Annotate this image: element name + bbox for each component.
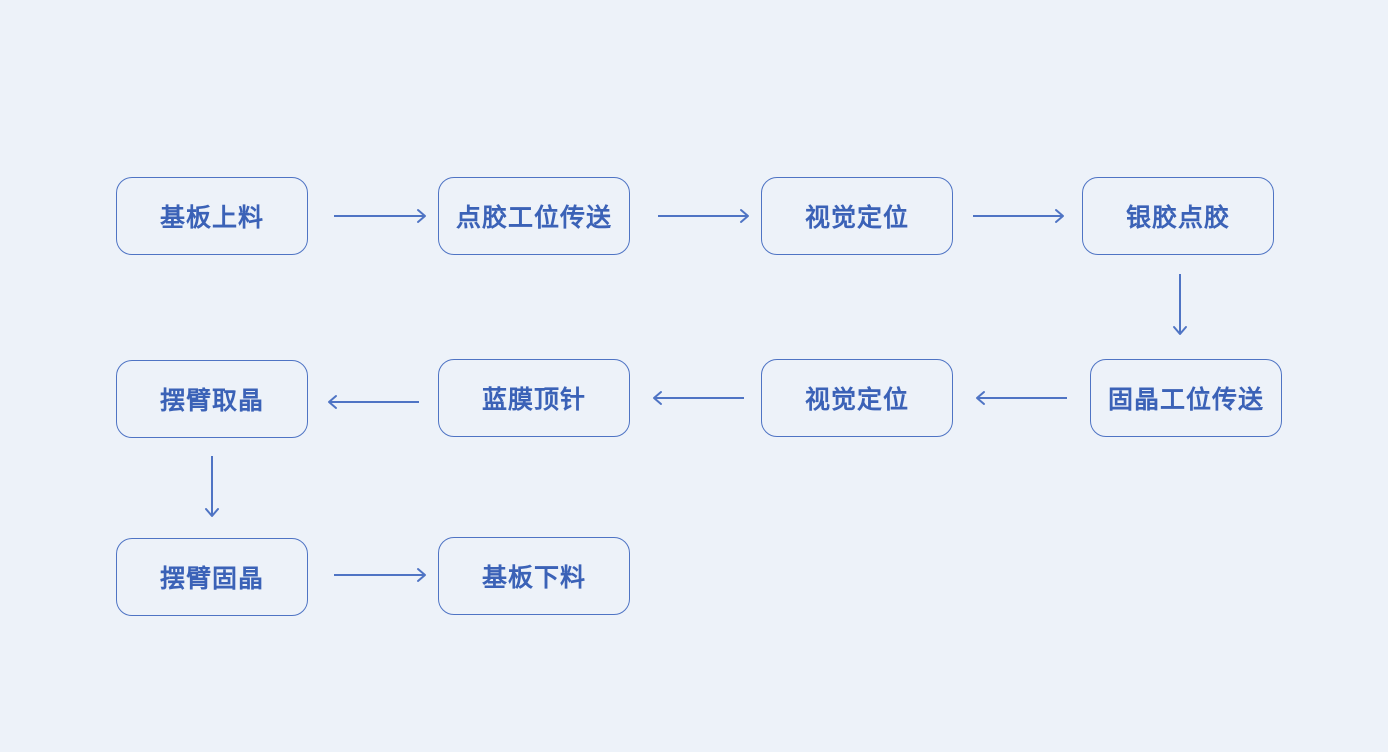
node-blue-film-ejector-pin: 蓝膜顶针 bbox=[438, 359, 630, 437]
arrow-substrate-loading-to-dispensing-transfer bbox=[334, 209, 426, 223]
arrow-vision-1-to-silver-glue bbox=[973, 209, 1064, 223]
node-die-bonding-station-transfer: 固晶工位传送 bbox=[1090, 359, 1282, 437]
arrow-die-bond-transfer-to-vision-2 bbox=[976, 391, 1067, 405]
arrow-vision-2-to-blue-film bbox=[653, 391, 744, 405]
node-vision-positioning-1: 视觉定位 bbox=[761, 177, 953, 255]
node-swing-arm-die-bond: 摆臂固晶 bbox=[116, 538, 308, 616]
arrow-die-bond-to-substrate-unloading bbox=[334, 568, 426, 582]
node-substrate-unloading: 基板下料 bbox=[438, 537, 630, 615]
node-dispensing-station-transfer: 点胶工位传送 bbox=[438, 177, 630, 255]
node-vision-positioning-2: 视觉定位 bbox=[761, 359, 953, 437]
node-swing-arm-pick-die: 摆臂取晶 bbox=[116, 360, 308, 438]
node-substrate-loading: 基板上料 bbox=[116, 177, 308, 255]
arrow-dispensing-transfer-to-vision-1 bbox=[658, 209, 749, 223]
arrow-pick-die-to-die-bond bbox=[205, 456, 219, 517]
arrow-blue-film-to-pick-die bbox=[328, 395, 419, 409]
node-silver-glue-dispensing: 银胶点胶 bbox=[1082, 177, 1274, 255]
arrow-silver-glue-to-die-bond-transfer bbox=[1173, 274, 1187, 335]
